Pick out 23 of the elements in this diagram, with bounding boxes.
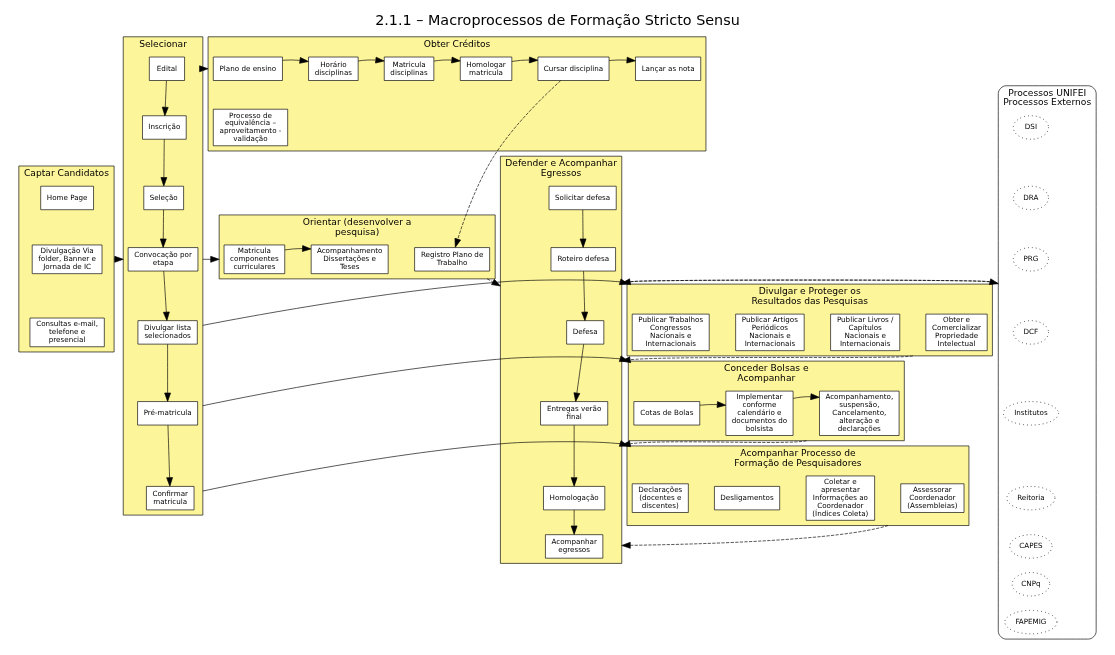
arrow: [511, 56, 539, 64]
arrow: [357, 56, 385, 64]
arrow: [792, 393, 820, 400]
arrow: [699, 401, 727, 408]
arrow: [579, 209, 587, 248]
arrow: [164, 343, 171, 402]
arrow: [433, 56, 461, 64]
arrow: [160, 138, 168, 187]
arrow: [159, 209, 167, 248]
arrow: [161, 80, 169, 117]
arrow: [282, 57, 309, 64]
arrow: [621, 525, 889, 549]
diagram-title: 2.1.1 – Macroprocessos de Formação Stricto Sensu: [375, 11, 740, 28]
arrow: [284, 245, 312, 252]
arrow: [573, 343, 584, 402]
arrow: [163, 270, 170, 321]
arrow: [581, 270, 588, 321]
arrow: [608, 56, 636, 64]
arrow: [486, 278, 501, 287]
arrow: [454, 80, 561, 248]
arrow: [166, 424, 173, 487]
arrow: [570, 424, 578, 487]
arrow: [570, 509, 578, 535]
